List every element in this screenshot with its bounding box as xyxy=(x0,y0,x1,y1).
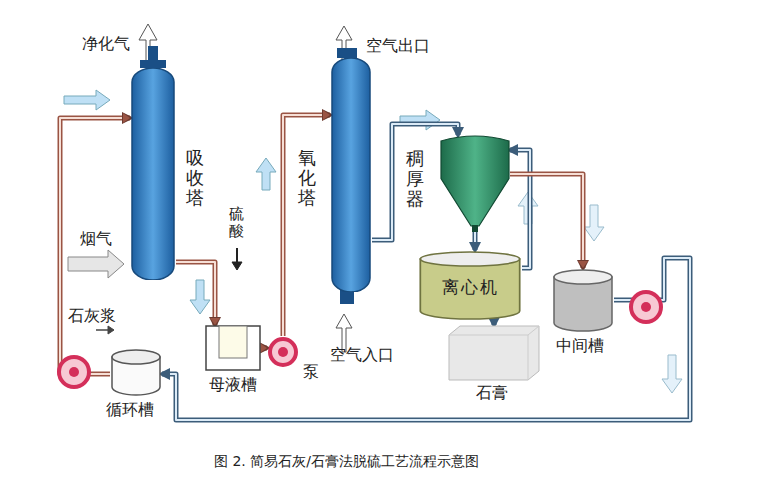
node-label: 循环槽 xyxy=(106,400,154,421)
pump-outline xyxy=(267,336,299,368)
stream-label: 烟气 xyxy=(80,229,112,250)
mother-liquor-tank-outline xyxy=(205,325,261,371)
pipe-connector xyxy=(510,174,588,268)
node-label: 石膏 xyxy=(476,383,508,404)
oxidation-tower: 氧化塔 xyxy=(330,58,372,292)
stream-label: 硫酸 xyxy=(229,206,244,239)
node-label: 母液槽 xyxy=(209,375,257,396)
gypsum-box: 石膏 xyxy=(448,325,540,381)
pump-symbol xyxy=(631,292,661,322)
pump-symbol xyxy=(59,357,89,387)
intermediate-tank: 中间槽 xyxy=(552,268,614,332)
stream-label: 石灰浆 xyxy=(68,306,116,327)
pipe-connector xyxy=(510,145,530,268)
pump: 泵 xyxy=(267,336,299,368)
mother-liquor-tank: 母液槽 xyxy=(205,325,261,371)
thickener-outline xyxy=(440,135,510,232)
pipe-connector xyxy=(260,343,267,353)
circulation-tank-outline xyxy=(110,348,162,396)
absorber-tower: 吸收塔 xyxy=(130,68,176,280)
pipe-connector xyxy=(162,258,690,420)
flow-arrows xyxy=(64,24,682,393)
intermediate-tank-outline xyxy=(552,268,614,332)
node-label: 泵 xyxy=(303,362,319,383)
centrifuge: 离心机 xyxy=(418,250,522,320)
node-label: 氧化塔 xyxy=(298,148,316,207)
absorber-tower-outline xyxy=(130,68,176,280)
thickener: 稠厚器 xyxy=(440,135,510,232)
stream-label: 空气出口 xyxy=(366,36,430,57)
pipe-connector xyxy=(470,232,480,250)
stream-label: 净化气 xyxy=(82,34,130,55)
gypsum-box-outline xyxy=(448,325,540,381)
node-label: 离心机 xyxy=(418,250,522,299)
pipe-connector xyxy=(283,110,330,336)
figure-caption: 图 2. 简易石灰/石膏法脱硫工艺流程示意图 xyxy=(214,453,479,471)
circulation-tank: 循环槽 xyxy=(110,348,162,396)
pipe-connector xyxy=(176,262,220,325)
node-label: 吸收塔 xyxy=(186,148,204,207)
oxidation-tower-outline xyxy=(330,58,372,292)
pipe-connector xyxy=(60,113,130,374)
node-label: 中间槽 xyxy=(556,336,604,357)
node-label: 稠厚器 xyxy=(406,149,424,208)
stream-label: 空气入口 xyxy=(330,345,394,366)
